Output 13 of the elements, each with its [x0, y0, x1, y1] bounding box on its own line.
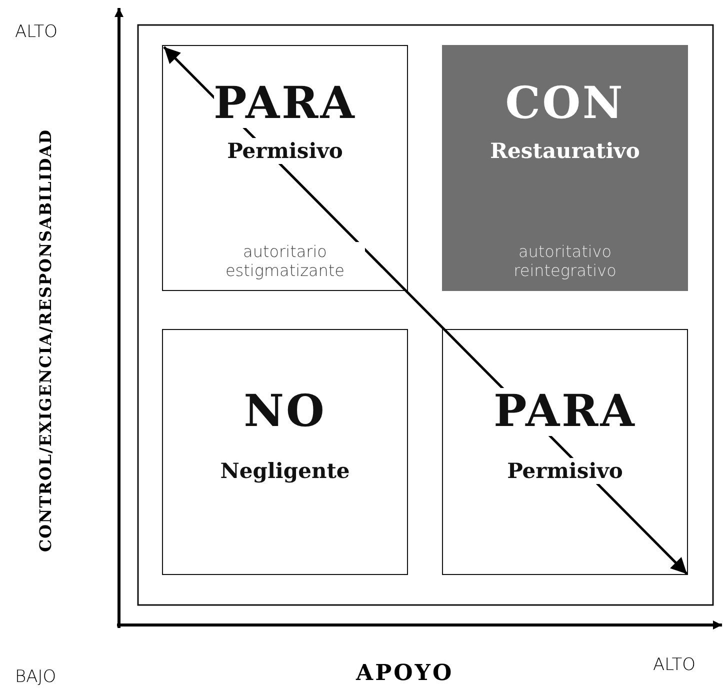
quadrant-heading: CON — [505, 80, 625, 128]
style-label: Restaurativo — [490, 138, 640, 164]
quadrant-box — [442, 45, 688, 291]
axis-level-label: ALTO — [653, 655, 696, 675]
style-label: Permisivo — [507, 458, 623, 484]
style-description: autoritativo reintegrativo — [512, 242, 618, 280]
axis-level-label: BAJO — [15, 667, 56, 687]
axis-title: CONTROL/EXIGENCIA/RESPONSABILIDAD — [36, 128, 55, 552]
axis-title: APOYO — [356, 660, 454, 686]
quadrant-heading: PARA — [494, 388, 636, 436]
quadrant-box — [162, 329, 408, 575]
axis-level-label: ALTO — [15, 22, 58, 42]
style-label: Permisivo — [227, 138, 343, 164]
